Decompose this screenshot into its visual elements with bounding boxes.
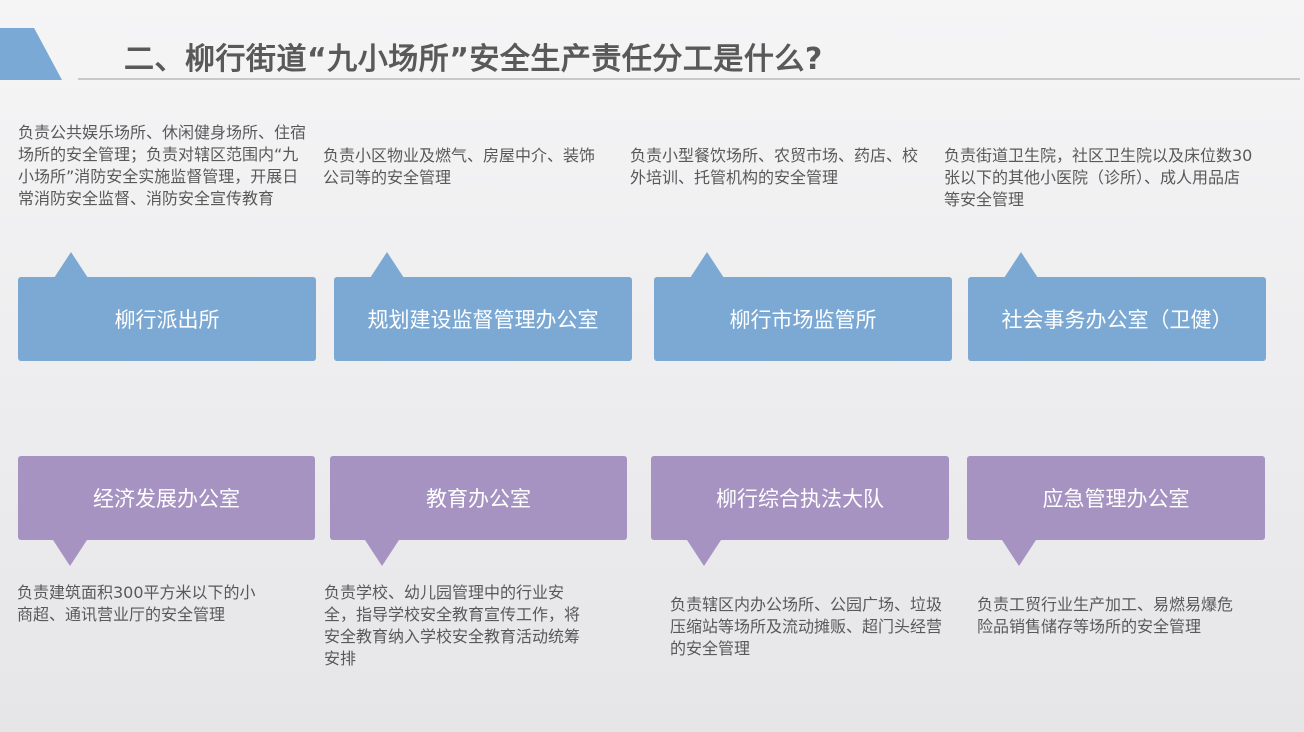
title-accent-shape xyxy=(0,28,62,80)
department-box-market: 柳行市场监管所 xyxy=(654,277,952,361)
top-pointer-1 xyxy=(54,252,88,278)
department-label: 社会事务办公室（卫健） xyxy=(1001,308,1233,332)
bottom-desc-1: 负责建筑面积300平方米以下的小商超、通讯营业厅的安全管理 xyxy=(17,583,256,624)
department-label: 柳行市场监管所 xyxy=(729,308,877,332)
top-pointer-2 xyxy=(370,252,404,278)
bottom-desc-2: 负责学校、幼儿园管理中的行业安全，指导学校安全教育宣传工作，将安全教育纳入学校安… xyxy=(324,583,581,668)
bottom-pointer-1 xyxy=(53,540,87,566)
department-label: 经济发展办公室 xyxy=(93,487,240,511)
top-desc-4: 负责街道卫生院，社区卫生院以及床位数30张以下的其他小医院（诊所）、成人用品店等… xyxy=(944,146,1253,209)
department-box-emergency: 应急管理办公室 xyxy=(967,456,1265,540)
bottom-pointer-4 xyxy=(1002,540,1036,566)
department-box-enforcement: 柳行综合执法大队 xyxy=(651,456,949,540)
department-label: 柳行综合执法大队 xyxy=(716,487,884,511)
department-box-planning: 规划建设监督管理办公室 xyxy=(334,277,632,361)
department-label: 柳行派出所 xyxy=(114,308,220,332)
top-desc-1: 负责公共娱乐场所、休闲健身场所、住宿场所的安全管理；负责对辖区范围内“九小场所”… xyxy=(18,123,307,208)
bottom-pointer-2 xyxy=(365,540,399,566)
department-box-police: 柳行派出所 xyxy=(18,277,316,361)
department-label: 应急管理办公室 xyxy=(1042,487,1190,511)
title-underline xyxy=(78,78,1300,80)
department-label: 规划建设监督管理办公室 xyxy=(367,308,599,332)
bottom-pointer-3 xyxy=(687,540,721,566)
top-pointer-3 xyxy=(690,252,724,278)
department-box-economy: 经济发展办公室 xyxy=(18,456,315,540)
bottom-desc-3: 负责辖区内办公场所、公园广场、垃圾压缩站等场所及流动摊贩、超门头经营的安全管理 xyxy=(670,595,943,658)
bottom-desc-4: 负责工贸行业生产加工、易燃易爆危险品销售储存等场所的安全管理 xyxy=(977,595,1234,636)
department-label: 教育办公室 xyxy=(426,487,531,511)
page-title: 二、柳行街道“九小场所”安全生产责任分工是什么? xyxy=(124,42,823,77)
top-desc-2: 负责小区物业及燃气、房屋中介、装饰公司等的安全管理 xyxy=(323,146,596,187)
top-desc-3: 负责小型餐饮场所、农贸市场、药店、校外培训、托管机构的安全管理 xyxy=(630,146,919,187)
top-pointer-4 xyxy=(1004,252,1038,278)
department-box-social: 社会事务办公室（卫健） xyxy=(968,277,1266,361)
department-box-education: 教育办公室 xyxy=(330,456,627,540)
